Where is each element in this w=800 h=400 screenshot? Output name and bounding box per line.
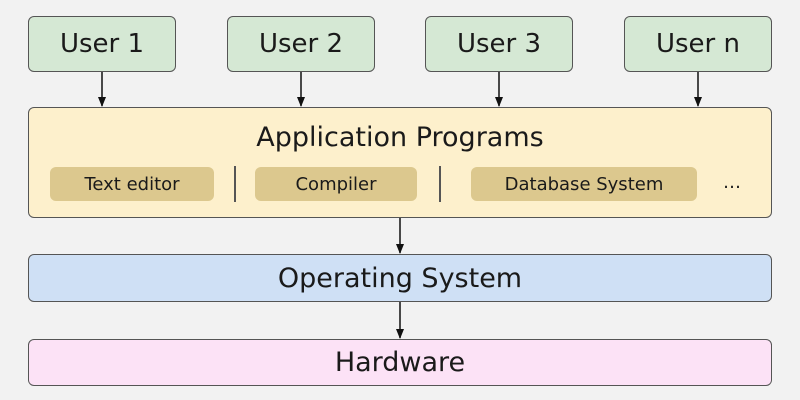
user-1-label: User 1 bbox=[59, 29, 145, 59]
user-3-box: User 3 bbox=[425, 16, 573, 72]
hardware-label: Hardware bbox=[334, 347, 466, 378]
application-programs-title: Application Programs bbox=[256, 122, 544, 153]
operating-system-box: Operating System bbox=[28, 254, 772, 302]
program-text-editor: Text editor bbox=[50, 167, 214, 201]
program-separator bbox=[234, 166, 236, 202]
program-separator bbox=[439, 166, 441, 202]
operating-system-label: Operating System bbox=[277, 262, 523, 294]
user-3-label: User 3 bbox=[456, 29, 542, 59]
user-1-box: User 1 bbox=[28, 16, 176, 72]
user-2-label: User 2 bbox=[258, 29, 344, 59]
hardware-box: Hardware bbox=[28, 339, 772, 386]
user-n-label: User n bbox=[655, 29, 740, 59]
user-2-box: User 2 bbox=[227, 16, 375, 72]
user-n-box: User n bbox=[624, 16, 772, 72]
program-compiler: Compiler bbox=[255, 167, 417, 201]
more-programs-ellipsis: … bbox=[723, 172, 741, 193]
application-programs-box: Application Programs Text editor Compile… bbox=[28, 107, 772, 218]
program-database-system: Database System bbox=[471, 167, 697, 201]
